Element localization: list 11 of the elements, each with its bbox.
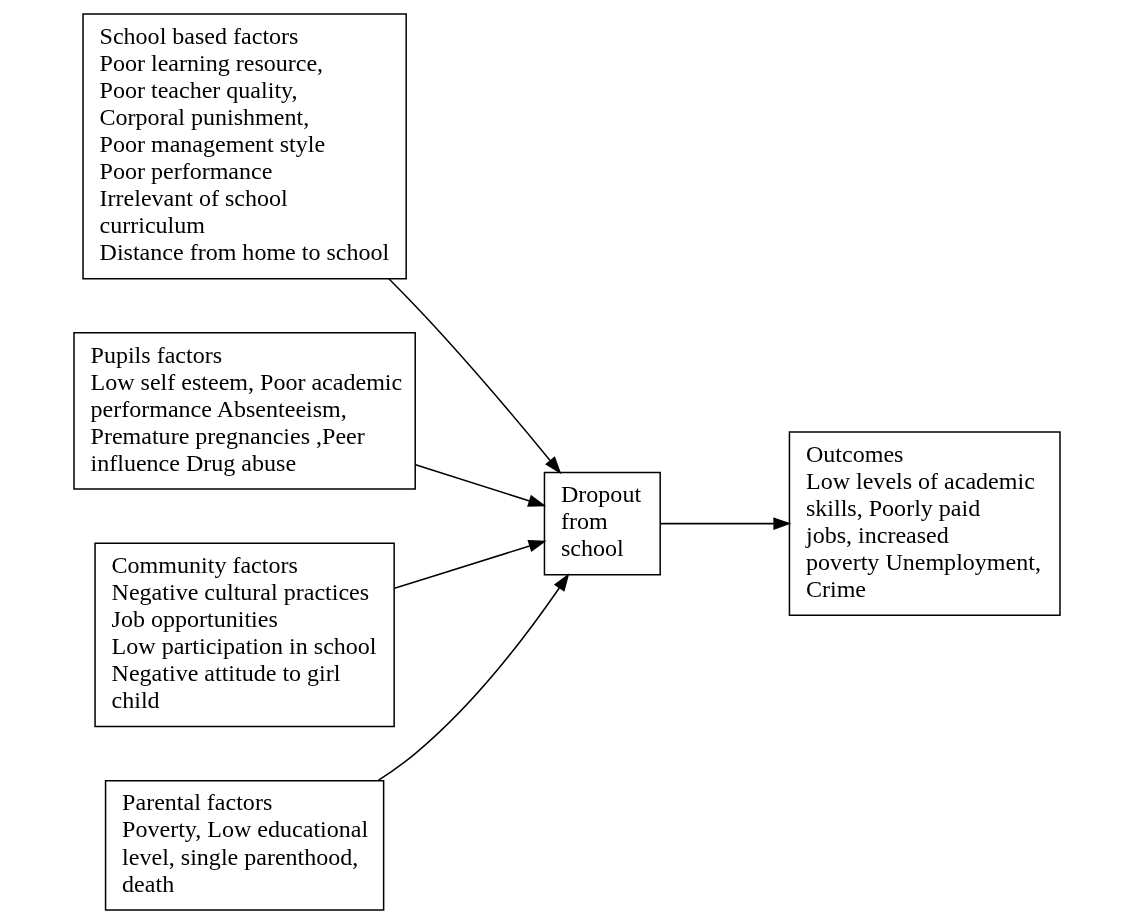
node-box: Parental factors Poverty, Low educational level, single parenthood, death: [104, 779, 384, 911]
node-box: School based factors Poor learning resource, Poor teacher quality, Corporal punishment, Poor management style Poor performance Irrelevant of school curriculum Distance from home to school: [81, 13, 407, 280]
arrow: [387, 277, 561, 475]
node-box: Dropout from school: [543, 471, 661, 576]
arrow: [414, 464, 546, 507]
node-box: Pupils factors Low self esteem, Poor academic performance Absenteeism, Premature pregnancies ,Peer influence Drug abuse: [72, 332, 416, 490]
node-box: Community factors Negative cultural practices Job opportunities Low participation in school Negative attitude to girl child: [93, 542, 395, 728]
arrow: [658, 517, 791, 530]
arrow: [393, 540, 547, 590]
node-box: Outcomes Low levels of academic skills, Poorly paid jobs, increased poverty Unemployment, Crime: [788, 431, 1061, 617]
arrow: [377, 573, 569, 782]
